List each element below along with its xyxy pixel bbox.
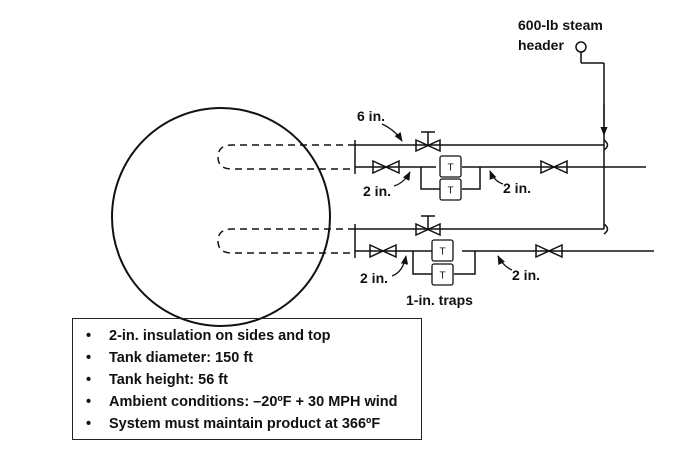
pipe-cap — [603, 139, 609, 151]
traps-label: 1-in. traps — [406, 292, 473, 308]
bullet: • — [86, 394, 92, 410]
leader-arrow — [393, 171, 411, 187]
note-text: 2-in. insulation on sides and top — [109, 328, 331, 344]
leader-arrow — [381, 123, 403, 142]
valve-icon — [535, 243, 563, 259]
pipe-size-label: 6 in. — [357, 108, 385, 124]
note-text: Ambient conditions: –20ºF + 30 MPH wind — [109, 394, 398, 410]
trap-loop-lower — [412, 251, 476, 275]
note-item: • 2-in. insulation on sides and top — [81, 325, 413, 347]
steam-trap — [439, 178, 462, 201]
pipe-size-label: 2 in. — [503, 180, 531, 196]
valve-icon — [540, 159, 568, 175]
pipe-size-label: 2 in. — [360, 270, 388, 286]
note-item: • Ambient conditions: –20ºF + 30 MPH wind — [81, 391, 413, 413]
leader-arrow — [497, 255, 513, 271]
note-text: Tank height: 56 ft — [109, 372, 228, 388]
note-text: System must maintain product at 366ºF — [109, 416, 381, 432]
trap-symbol: T — [439, 271, 445, 282]
pipe-cap — [603, 223, 609, 235]
steam-trap — [431, 263, 454, 286]
control-valve-upper — [415, 131, 441, 153]
valve-icon — [372, 159, 400, 175]
bullet: • — [86, 372, 92, 388]
note-item: • Tank height: 56 ft — [81, 369, 413, 391]
valve-icon — [369, 243, 397, 259]
trap-symbol: T — [447, 163, 453, 174]
pipe-size-label: 2 in. — [512, 267, 540, 283]
steam-header-label: header — [518, 37, 564, 53]
note-text: Tank diameter: 150 ft — [109, 350, 253, 366]
trap-symbol: T — [439, 247, 445, 258]
trap-loop-upper — [420, 167, 481, 190]
trap-symbol: T — [447, 186, 453, 197]
heating-coil-lower — [217, 228, 355, 254]
bullet: • — [86, 328, 92, 344]
steam-header-label: 600-lb steam — [518, 17, 603, 33]
leader-arrow — [489, 170, 504, 185]
bullet: • — [86, 350, 92, 366]
note-item: • Tank diameter: 150 ft — [81, 347, 413, 369]
bullet: • — [86, 416, 92, 432]
control-valve-lower — [415, 215, 441, 237]
steam-trap — [439, 155, 462, 178]
pipe-size-label: 2 in. — [363, 183, 391, 199]
design-notes-box: • 2-in. insulation on sides and top • Tank… — [72, 318, 422, 440]
steam-header-gauge — [575, 41, 587, 53]
note-item: • System must maintain product at 366ºF — [81, 413, 413, 435]
steam-trap — [431, 239, 454, 262]
tank — [111, 107, 331, 327]
leader-arrow — [391, 255, 409, 277]
heating-coil-upper — [217, 144, 355, 170]
